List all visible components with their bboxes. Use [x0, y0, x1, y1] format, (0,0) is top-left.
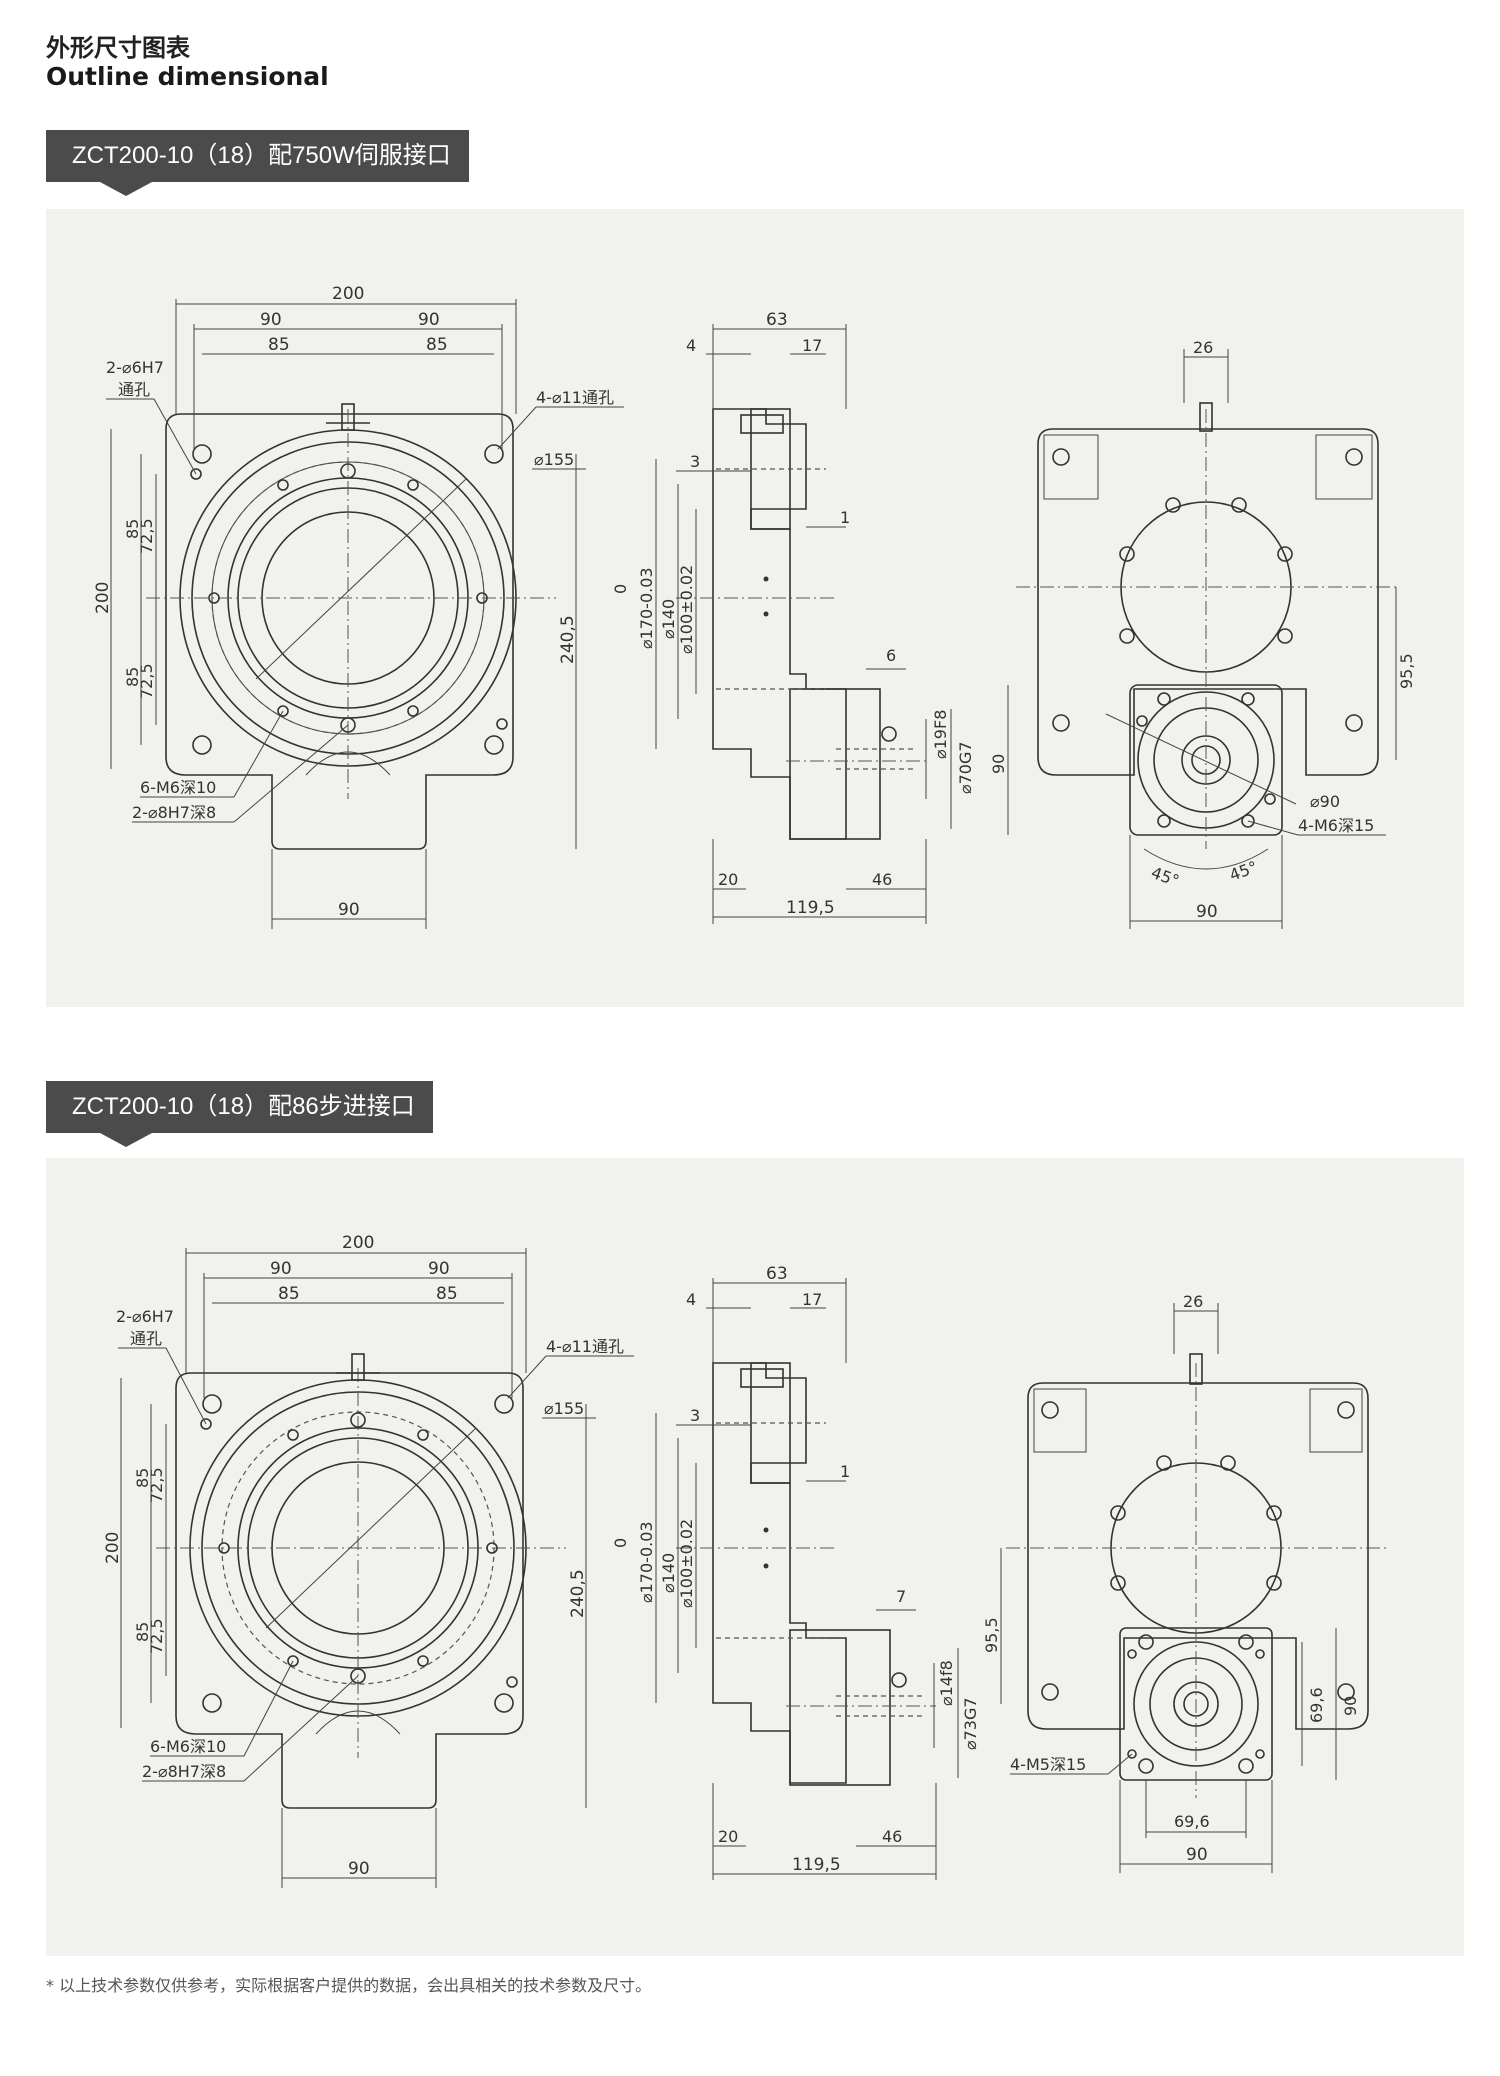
label-2-8h7: 2-⌀8H7深8 — [142, 1762, 226, 1781]
dim-85-right: 85 — [436, 1284, 458, 1304]
dim-90-bottom-back: 90 — [1186, 1845, 1208, 1865]
dim-3: 3 — [690, 1406, 700, 1425]
dim-20: 20 — [718, 870, 738, 889]
dim-240-5: 240,5 — [558, 615, 578, 664]
dim-angle-45-right: 45° — [1227, 857, 1260, 885]
dim-4: 4 — [686, 336, 696, 355]
dim-0: 0 — [611, 1538, 630, 1548]
dim-0: 0 — [611, 584, 630, 594]
label-d90: ⌀90 — [1310, 792, 1340, 811]
dim-240-5: 240,5 — [568, 1569, 588, 1618]
dim-17: 17 — [802, 336, 822, 355]
label-6-m6: 6-M6深10 — [140, 778, 216, 797]
dim-d70g7: ⌀70G7 — [956, 741, 975, 794]
label-2-8h7: 2-⌀8H7深8 — [132, 803, 216, 822]
dim-26: 26 — [1193, 338, 1213, 357]
dim-200-top: 200 — [332, 284, 364, 304]
front-view: 200 90 90 85 85 2-⌀6H7 通孔 4-⌀11通孔 ⌀155 2… — [103, 1233, 634, 1888]
dim-20: 20 — [718, 1827, 738, 1846]
dim-85-left: 85 — [268, 335, 290, 355]
dim-69-6-vert: 69,6 — [1307, 1687, 1326, 1723]
side-view: 63 4 17 3 1 6 0 ⌀170-0.03 ⌀140 ⌀100±0.02… — [611, 310, 975, 924]
footnote: * 以上技术参数仅供参考，实际根据客户提供的数据，会出具相关的技术参数及尺寸。 — [46, 1976, 652, 1995]
dim-63: 63 — [766, 310, 788, 330]
label-through: 通孔 — [130, 1329, 162, 1348]
dim-7: 7 — [896, 1587, 906, 1606]
dim-90-bottom: 90 — [338, 900, 360, 920]
drawing-panel-stepper: 200 90 90 85 85 2-⌀6H7 通孔 4-⌀11通孔 ⌀155 2… — [46, 1158, 1464, 1956]
dim-90-vert: 90 — [1341, 1696, 1360, 1716]
dim-200-vert: 200 — [103, 1532, 123, 1564]
dim-72-5-up: 72,5 — [137, 518, 156, 554]
dim-d100: ⌀100±0.02 — [677, 1519, 696, 1608]
dim-200-vert: 200 — [93, 582, 113, 614]
label-through: 通孔 — [118, 380, 150, 399]
label-6-m6: 6-M6深10 — [150, 1737, 226, 1756]
dim-119-5: 119,5 — [786, 898, 835, 918]
dim-90-left: 90 — [260, 310, 282, 330]
dim-72-5-down: 72,5 — [147, 1618, 166, 1654]
tag-pointer — [100, 1133, 152, 1147]
front-view: 200 90 90 85 85 2-⌀6H7 通孔 4-⌀11通孔 ⌀155 2… — [93, 284, 624, 929]
section-title-cn: 外形尺寸图表 — [46, 34, 190, 62]
dim-63: 63 — [766, 1264, 788, 1284]
dim-1: 1 — [840, 1462, 850, 1481]
label-4-11-through: 4-⌀11通孔 — [536, 388, 614, 407]
model-tag-stepper: ZCT200-10（18）配86步进接口 — [46, 1081, 433, 1133]
dim-1: 1 — [840, 508, 850, 527]
dim-85-left: 85 — [278, 1284, 300, 1304]
dim-90-right: 90 — [428, 1259, 450, 1279]
dim-69-6-bottom: 69,6 — [1174, 1812, 1210, 1831]
label-d155: ⌀155 — [544, 1399, 584, 1418]
dim-95-5: 95,5 — [1397, 653, 1416, 689]
label-4-m5: 4-M5深15 — [1010, 1755, 1086, 1774]
dim-119-5: 119,5 — [792, 1855, 841, 1875]
drawing-panel-servo: 200 90 90 85 85 2-⌀6H7 通孔 4-⌀11通孔 ⌀155 2… — [46, 209, 1464, 1007]
dim-26: 26 — [1183, 1292, 1203, 1311]
dim-3: 3 — [690, 452, 700, 471]
dim-85-down: 85 — [123, 667, 142, 687]
dim-90-bottom: 90 — [348, 1859, 370, 1879]
dim-4: 4 — [686, 1290, 696, 1309]
label-4-11-through: 4-⌀11通孔 — [546, 1337, 624, 1356]
dim-90-vert: 90 — [989, 754, 1008, 774]
label-hole-6h7: 2-⌀6H7 — [116, 1307, 174, 1326]
dim-46: 46 — [872, 870, 892, 889]
dim-6: 6 — [886, 646, 896, 665]
label-4-m6: 4-M6深15 — [1298, 816, 1374, 835]
dim-d100: ⌀100±0.02 — [677, 565, 696, 654]
dim-90-left: 90 — [270, 1259, 292, 1279]
side-view: 63 4 17 3 1 7 0 ⌀170-0.03 ⌀140 ⌀100±0.02… — [611, 1264, 980, 1880]
dim-17: 17 — [802, 1290, 822, 1309]
label-hole-6h7: 2-⌀6H7 — [106, 358, 164, 377]
dim-85-right: 85 — [426, 335, 448, 355]
dim-95-5: 95,5 — [982, 1617, 1001, 1653]
dim-d140: ⌀140 — [659, 1553, 678, 1593]
dim-72-5-down: 72,5 — [137, 663, 156, 699]
back-view: 26 95,5 69,6 90 4-M5深15 69,6 90 — [982, 1292, 1386, 1873]
dim-72-5-up: 72,5 — [147, 1467, 166, 1503]
dim-d19f8: ⌀19F8 — [931, 710, 950, 759]
dim-90-right: 90 — [418, 310, 440, 330]
dim-angle-45-left: 45° — [1149, 863, 1182, 891]
dim-d14f8: ⌀14f8 — [937, 1660, 956, 1706]
tag-pointer — [100, 182, 152, 196]
dim-d170: ⌀170-0.03 — [637, 1521, 656, 1603]
dim-85-up: 85 — [123, 519, 142, 539]
section-title-en: Outline dimensional — [46, 62, 329, 91]
label-d155: ⌀155 — [534, 450, 574, 469]
dim-200-top: 200 — [342, 1233, 374, 1253]
dim-d140: ⌀140 — [659, 599, 678, 639]
dim-d73g7: ⌀73G7 — [961, 1697, 980, 1750]
dim-90-bottom-back: 90 — [1196, 902, 1218, 922]
dim-85-up: 85 — [133, 1468, 152, 1488]
dim-85-down: 85 — [133, 1622, 152, 1642]
back-view: 26 95,5 90 ⌀90 4-M6深15 45° 45° 90 — [989, 338, 1416, 929]
dim-d170: ⌀170-0.03 — [637, 567, 656, 649]
model-tag-servo: ZCT200-10（18）配750W伺服接口 — [46, 130, 469, 182]
dim-46: 46 — [882, 1827, 902, 1846]
